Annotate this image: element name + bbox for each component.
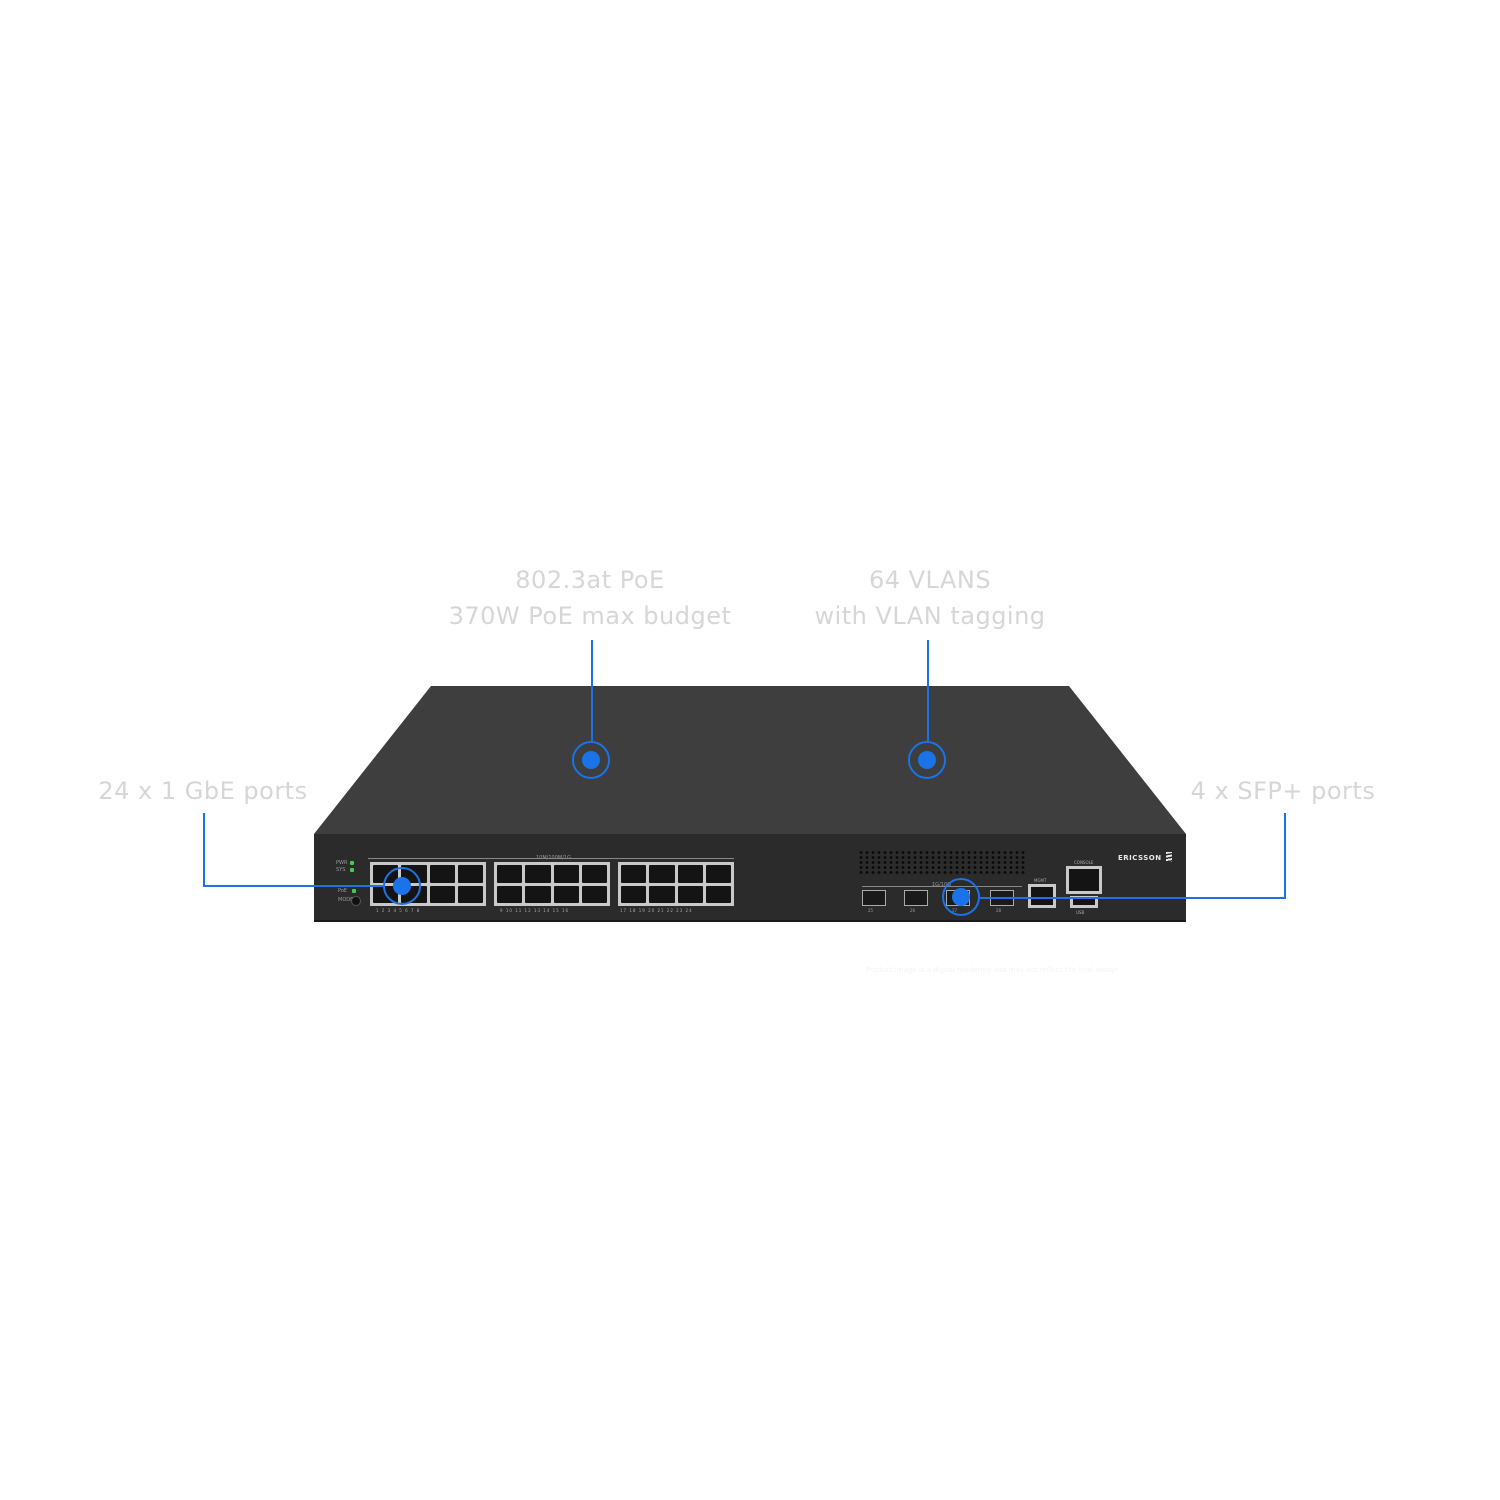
gbe-callout-marker-icon[interactable] xyxy=(383,867,421,905)
sys-led-icon xyxy=(350,868,354,872)
callout-vlan: 64 VLANS with VLAN tagging xyxy=(790,562,1070,634)
rj45-port[interactable] xyxy=(677,885,703,903)
callout-poe-line1: 802.3at PoE xyxy=(515,566,665,594)
sfp-group-bracket xyxy=(862,886,1022,887)
rj45-port[interactable] xyxy=(705,885,731,903)
sfp-number: 25 xyxy=(868,908,874,913)
switch-top-face xyxy=(314,686,1186,834)
sfp-callout-line-vertical xyxy=(1284,813,1286,899)
callout-sfp: 4 x SFP+ ports xyxy=(1190,777,1376,805)
console-port[interactable] xyxy=(1066,866,1102,894)
rj45-port[interactable] xyxy=(525,885,551,903)
sfp-number: 26 xyxy=(910,908,916,913)
callout-poe-line2: 370W PoE max budget xyxy=(448,602,732,630)
mgmt-port[interactable] xyxy=(1028,884,1056,908)
pwr-label: PWR xyxy=(336,860,348,866)
mode-button[interactable] xyxy=(351,896,361,906)
port-numbers-1-8: 1 2 3 4 5 6 7 8 xyxy=(376,908,421,913)
rj45-port[interactable] xyxy=(457,865,483,883)
rj45-port[interactable] xyxy=(457,885,483,903)
disclaimer-text: Product image is a digital rendering and… xyxy=(866,966,1119,974)
gbe-callout-line-horizontal xyxy=(203,885,383,887)
sfp-callout-marker-icon[interactable] xyxy=(942,878,980,916)
rj45-port[interactable] xyxy=(621,885,647,903)
rj45-port[interactable] xyxy=(429,885,455,903)
ventilation-grille xyxy=(858,850,1026,876)
ericsson-logo-icon xyxy=(1166,852,1172,862)
rj45-block-17-24 xyxy=(618,862,734,906)
callout-vlan-line2: with VLAN tagging xyxy=(814,602,1046,630)
rj45-port[interactable] xyxy=(553,885,579,903)
poe-led-icon xyxy=(352,889,356,893)
pwr-led-icon xyxy=(350,861,354,865)
rj45-port[interactable] xyxy=(497,885,523,903)
vlan-callout-line xyxy=(927,640,929,741)
usb-icon: USB xyxy=(1076,910,1085,915)
rj45-group-bracket xyxy=(368,858,734,859)
rj45-port[interactable] xyxy=(429,865,455,883)
rj45-block-9-16 xyxy=(494,862,610,906)
rj45-port[interactable] xyxy=(581,865,607,883)
callout-gbe: 24 x 1 GbE ports xyxy=(98,777,308,805)
switch-front-panel: PWR SYS PoE MODE 10M/100M/1G 1 2 3 4 5 6… xyxy=(314,834,1186,922)
mgmt-label: MGMT xyxy=(1034,878,1047,883)
sfp-number: 28 xyxy=(996,908,1002,913)
poe-callout-line xyxy=(591,640,593,741)
mode-label: MODE xyxy=(338,897,354,903)
gbe-callout-line-vertical xyxy=(203,813,205,886)
rj45-port[interactable] xyxy=(649,885,675,903)
rj45-port[interactable] xyxy=(525,865,551,883)
poe-callout-marker-icon[interactable] xyxy=(572,741,610,779)
sys-label: SYS xyxy=(336,867,346,873)
rj45-port[interactable] xyxy=(677,865,703,883)
callout-poe: 802.3at PoE 370W PoE max budget xyxy=(440,562,740,634)
rj45-port[interactable] xyxy=(621,865,647,883)
brand-logo-text: ERICSSON xyxy=(1118,854,1162,862)
callout-vlan-line1: 64 VLANS xyxy=(868,566,992,594)
rj45-port[interactable] xyxy=(497,865,523,883)
usb-port[interactable] xyxy=(1070,896,1098,908)
sfp-group-label: 1G/10G xyxy=(932,882,951,888)
sfp-port-26[interactable] xyxy=(904,890,928,906)
console-label: CONSOLE xyxy=(1074,860,1094,865)
port-numbers-9-16: 9 10 11 12 13 14 15 16 xyxy=(500,908,570,913)
sfp-port-25[interactable] xyxy=(862,890,886,906)
rj45-port[interactable] xyxy=(553,865,579,883)
rj45-port[interactable] xyxy=(705,865,731,883)
port-numbers-17-24: 17 18 19 20 21 22 23 24 xyxy=(620,908,693,913)
rj45-port[interactable] xyxy=(581,885,607,903)
rj45-port[interactable] xyxy=(649,865,675,883)
sfp-callout-line-horizontal xyxy=(980,897,1286,899)
vlan-callout-marker-icon[interactable] xyxy=(908,741,946,779)
poe-label: PoE xyxy=(338,888,348,894)
